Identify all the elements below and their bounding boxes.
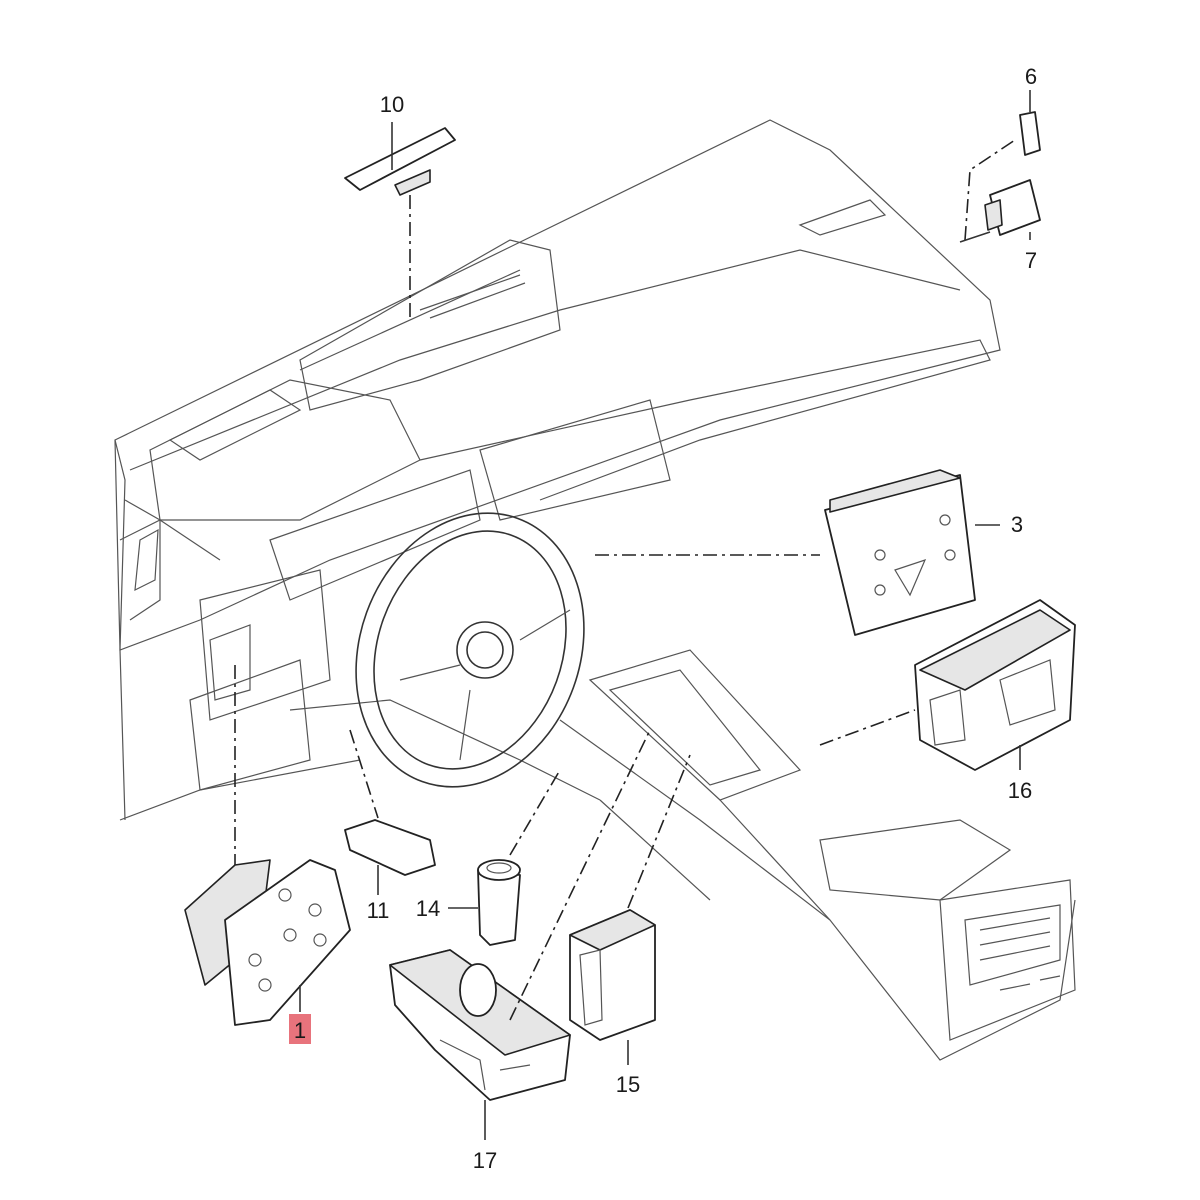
part-17 [389,729,651,1140]
steering-wheel [355,512,585,788]
label-part-17: 17 [473,1148,497,1173]
part-16 [819,599,1076,771]
label-part-15: 15 [616,1072,640,1097]
part-14 [448,769,561,946]
label-part-14: 14 [416,896,440,921]
part-15 [569,754,691,1065]
label-part-1: 1 [294,1018,306,1043]
part-6 [1019,90,1041,156]
label-part-7: 7 [1025,248,1037,273]
label-part-10: 10 [380,92,404,117]
label-part-16: 16 [1008,778,1032,803]
label-part-3: 3 [1011,512,1023,537]
dashboard-body [114,119,1001,821]
label-part-11: 11 [367,898,390,923]
part-11 [344,729,436,895]
part-1 [184,665,351,1026]
label-part-6: 6 [1025,64,1037,89]
highlight-box-part-1 [289,1014,311,1044]
part-7 [959,139,1041,243]
part-3 [595,469,1000,636]
center-console [559,649,1076,1061]
part-10 [344,122,456,320]
